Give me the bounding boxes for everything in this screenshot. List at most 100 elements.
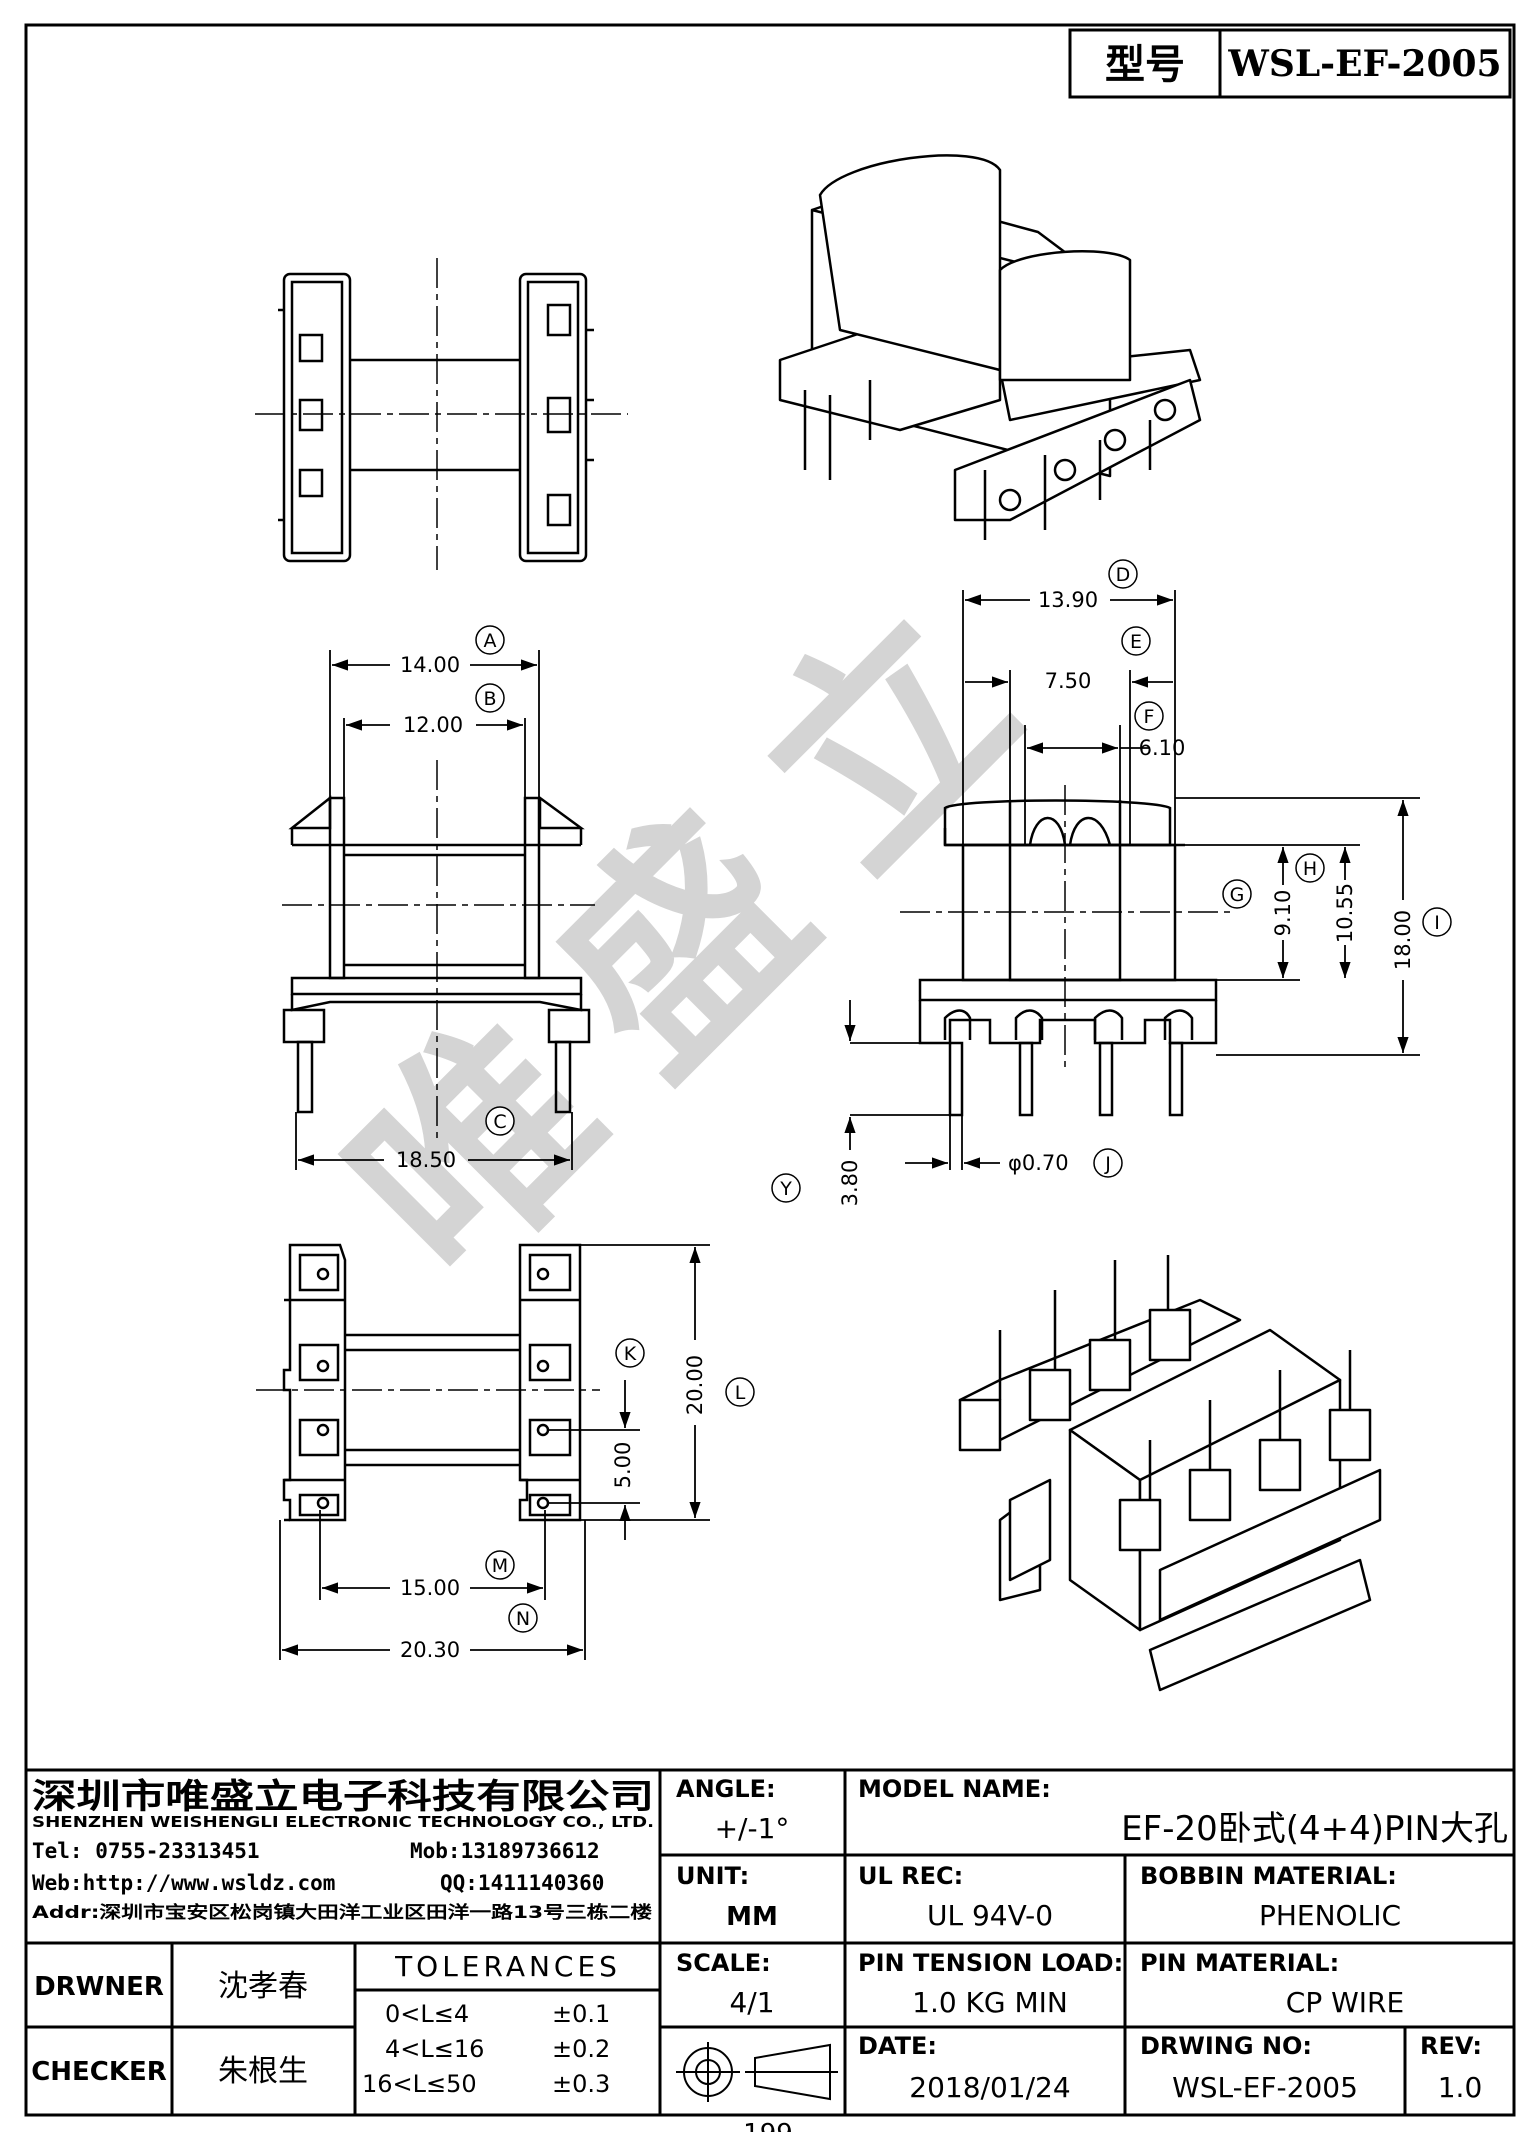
dim-f-balloon (1134, 701, 1164, 731)
dim-d-letter: D (1116, 564, 1131, 586)
dim-k-value: 5.00 (611, 1442, 635, 1489)
company-web: Web:http://www.wsldz.com (32, 1871, 335, 1895)
model-name-label: MODEL NAME: (858, 1775, 1051, 1803)
dim-b-value: 12.00 (403, 713, 463, 737)
sheet-border (24, 23, 1516, 2117)
bobbin-material-label: BOBBIN MATERIAL: (1140, 1862, 1397, 1890)
unit-value: MM (726, 1902, 778, 1932)
bobbin-material-value: PHENOLIC (1259, 1899, 1401, 1932)
dim-l-letter: L (735, 1382, 746, 1404)
dim-g-balloon (1222, 879, 1252, 909)
tol-range-1: 0<L≤4 (385, 2000, 469, 2028)
dim-l-balloon (725, 1377, 755, 1407)
pin-material-label: PIN MATERIAL: (1140, 1949, 1339, 1977)
dim-c-balloon (485, 1106, 515, 1136)
rev-value: 1.0 (1438, 2071, 1483, 2104)
rev-label: REV: (1420, 2032, 1482, 2060)
tol-range-2: 4<L≤16 (385, 2035, 484, 2063)
checker-name: 朱根生 (218, 2054, 308, 2089)
company-cn: 深圳市唯盛立电子科技有限公司 (32, 1777, 654, 1817)
front-view (282, 760, 595, 1140)
drawer-name: 沈孝春 (218, 1969, 308, 2004)
dim-a-letter: A (484, 630, 497, 652)
model-box-value: WSL-EF-2005 (1227, 43, 1501, 85)
dim-e-letter: E (1130, 631, 1142, 653)
dim-h-balloon (1295, 853, 1325, 883)
unit-label: UNIT: (676, 1862, 749, 1890)
drawing-no-value: WSL-EF-2005 (1172, 2071, 1358, 2104)
pin-tension-label: PIN TENSION LOAD: (858, 1949, 1123, 1977)
scale-label: SCALE: (676, 1949, 771, 1977)
model-box: 型号 WSL-EF-2005 (1068, 28, 1512, 99)
side-view-dim-text: D 13.90 E 7.50 F 6.10 G 9.10 H 10.55 I 1… (771, 559, 1452, 1207)
dim-e-value: 7.50 (1045, 669, 1092, 693)
dim-k-letter: K (624, 1343, 637, 1365)
tolerances-label: TOLERANCES (394, 1950, 621, 1983)
front-view-dimensions (295, 650, 573, 1170)
dim-m-value: 15.00 (400, 1576, 460, 1600)
dim-b-letter: B (483, 688, 496, 710)
tol-range-3: 16<L≤50 (362, 2070, 477, 2098)
pin-tension-value: 1.0 KG MIN (912, 1986, 1068, 2019)
bottom-view (256, 1243, 600, 1522)
model-box-label: 型号 (1105, 42, 1185, 88)
checker-label: CHECKER (31, 2057, 167, 2087)
dim-n-letter: N (516, 1608, 530, 1630)
pin-material-value: CP WIRE (1286, 1986, 1404, 2019)
dim-n-value: 20.30 (400, 1638, 460, 1662)
angle-label: ANGLE: (676, 1775, 776, 1803)
dim-n-balloon (508, 1603, 538, 1633)
dim-i-letter: I (1434, 912, 1440, 934)
company-qq: QQ:1411140360 (440, 1871, 604, 1895)
company-tel: Tel: 0755-23313451 (32, 1839, 260, 1863)
tol-value-1: ±0.1 (552, 2000, 610, 2028)
side-view-dimensions (844, 590, 1420, 1170)
title-block-text: 深圳市唯盛立电子科技有限公司 SHENZHEN WEISHENGLI ELECT… (31, 1775, 1508, 2104)
model-name-value: EF-20卧式(4+4)PIN大孔 (1121, 1809, 1508, 1849)
dim-g-letter: G (1230, 884, 1245, 906)
drawer-label: DRWNER (34, 1972, 164, 2002)
dim-j-letter: J (1104, 1153, 1111, 1175)
dim-h-letter: H (1303, 858, 1317, 880)
dim-c-value: 18.50 (396, 1148, 456, 1172)
angle-value: +/-1° (715, 1812, 790, 1845)
dim-g-value: 9.10 (1271, 890, 1295, 937)
dim-c-letter: C (493, 1111, 506, 1133)
isometric-view-top (778, 154, 1202, 540)
company-addr: Addr:深圳市宝安区松岗镇大田洋工业区田洋一路13号三栋二楼 (32, 1902, 652, 1923)
watermark: 唯盛立 (302, 522, 1106, 1326)
isometric-view-bottom (958, 1255, 1382, 1692)
dim-i-balloon (1422, 907, 1452, 937)
dim-e-balloon (1121, 626, 1151, 656)
dim-h-value: 10.55 (1333, 883, 1357, 943)
tol-value-2: ±0.2 (552, 2035, 610, 2063)
dim-m-balloon (485, 1550, 515, 1580)
tol-value-3: ±0.3 (552, 2070, 610, 2098)
dim-m-letter: M (492, 1555, 508, 1577)
ul-rec-value: UL 94V-0 (927, 1899, 1053, 1932)
bottom-view-dimensions (279, 1244, 710, 1660)
dim-i-value: 18.00 (1391, 910, 1415, 970)
company-en: SHENZHEN WEISHENGLI ELECTRONIC TECHNOLOG… (32, 1813, 654, 1831)
date-value: 2018/01/24 (909, 2071, 1070, 2104)
scale-value: 4/1 (729, 1986, 774, 2019)
dim-k-balloon (615, 1338, 645, 1368)
title-block (26, 1768, 1514, 2115)
dim-a-balloon (475, 625, 505, 655)
dim-b-balloon (475, 683, 505, 713)
dim-y-value: 3.80 (838, 1160, 862, 1207)
dim-d-value: 13.90 (1038, 588, 1098, 612)
dim-f-value: 6.10 (1139, 736, 1186, 760)
drawing-no-label: DRWING NO: (1140, 2032, 1312, 2060)
dim-a-value: 14.00 (400, 653, 460, 677)
company-mob: Mob:13189736612 (410, 1839, 600, 1863)
projection-symbol-icon (676, 2042, 838, 2102)
dim-l-value: 20.00 (683, 1355, 707, 1415)
dim-y-balloon (771, 1173, 801, 1203)
page-number: 199 (743, 2119, 793, 2132)
front-view-dim-text: 14.00 A 12.00 B C 18.50 (396, 625, 515, 1172)
bottom-view-dim-text: K 5.00 L 20.00 M 15.00 N 20.30 (400, 1338, 755, 1662)
dim-d-balloon (1108, 559, 1138, 589)
ul-rec-label: UL REC: (858, 1862, 963, 1890)
